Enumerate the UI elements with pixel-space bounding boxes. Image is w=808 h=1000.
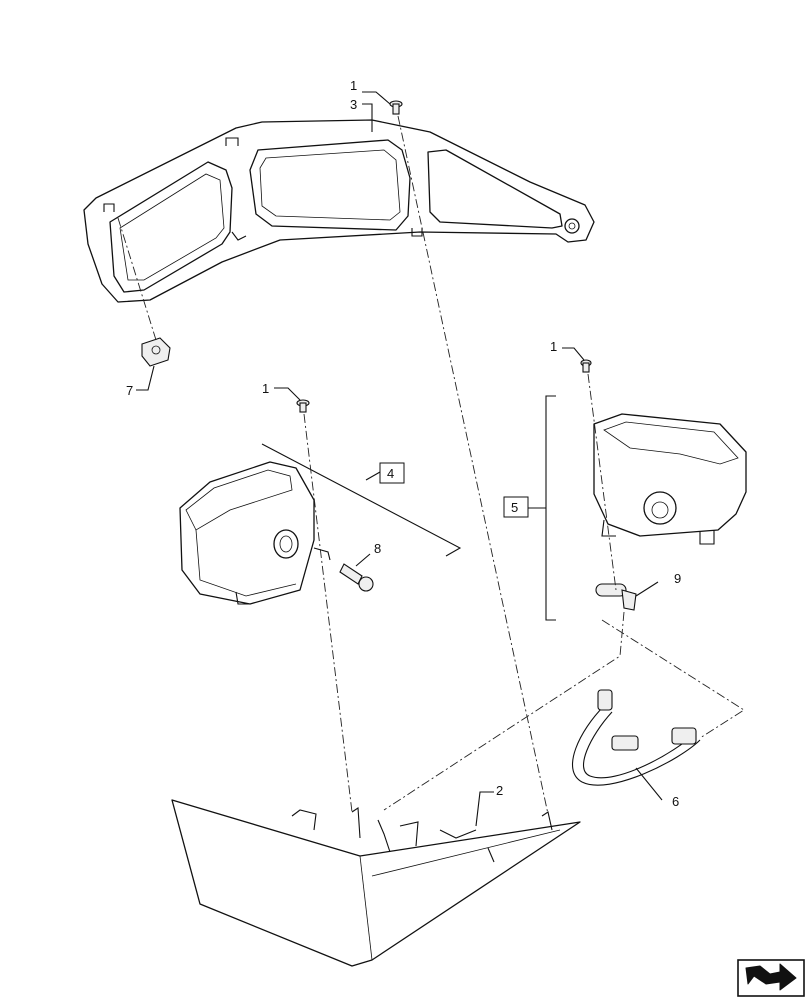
- left-lamp-assembly: [179, 461, 331, 605]
- callout-5-box: [503, 496, 529, 518]
- callout-leaders: [136, 91, 663, 827]
- callout-1-left: 1: [262, 381, 269, 396]
- callout-9: 9: [674, 571, 681, 586]
- bolt-top: [389, 100, 403, 115]
- callout-4-box: [379, 462, 405, 484]
- assembly-lines: [117, 115, 745, 815]
- callout-8: 8: [374, 541, 381, 556]
- callout-2: 2: [496, 783, 503, 798]
- bolt-part-8: [339, 563, 374, 592]
- callout-1-right: 1: [550, 339, 557, 354]
- bolt-left: [296, 399, 310, 413]
- bolt-right: [580, 359, 592, 373]
- callout-3: 3: [350, 97, 357, 112]
- callout-5: 5: [511, 500, 518, 515]
- bulb-part-9: [595, 583, 637, 611]
- callout-1-top: 1: [350, 78, 357, 93]
- callout-4: 4: [387, 466, 394, 481]
- base-bracket-part: [171, 799, 581, 967]
- callout-6: 6: [672, 794, 679, 809]
- bracket-line-4: [261, 443, 462, 557]
- right-lamp-assembly: [593, 413, 747, 545]
- bracket-line-5: [545, 395, 556, 621]
- wiring-harness-part: [572, 689, 701, 786]
- callout-7: 7: [126, 383, 133, 398]
- housing-bracket-part: [83, 119, 595, 303]
- next-page-arrow-icon[interactable]: [737, 959, 805, 997]
- clip-nut-part: [141, 337, 171, 367]
